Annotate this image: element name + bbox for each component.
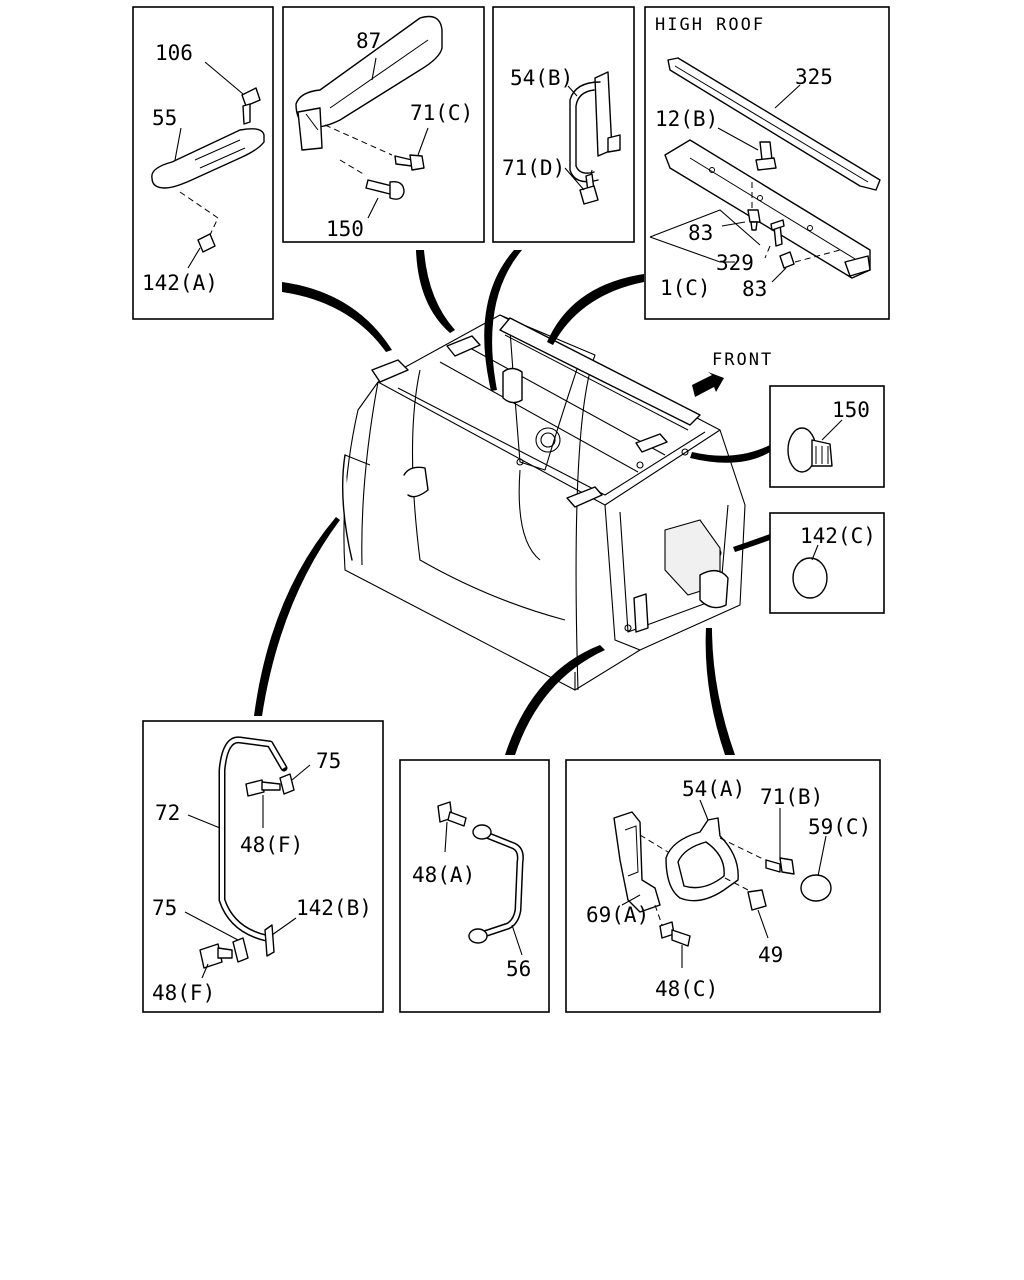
callout-142b: 142(B) [296, 896, 372, 920]
washer-75-top [279, 773, 295, 795]
callout-48f-bottom: 48(F) [152, 981, 215, 1005]
panel-high-roof: HIGH ROOF [644, 6, 890, 320]
bracket-69a [613, 811, 661, 913]
step-handle-54a [665, 817, 739, 902]
callout-48c: 48(C) [655, 977, 718, 1001]
front-arrow-icon [692, 372, 724, 397]
callout-325: 325 [795, 65, 833, 89]
callout-87: 87 [356, 29, 381, 53]
callout-75-bottom: 75 [152, 896, 177, 920]
callout-72: 72 [155, 801, 180, 825]
step-handle-56 [468, 824, 524, 944]
callout-329: 329 [716, 251, 754, 275]
bolt-71c [394, 154, 425, 171]
grab-handle-55 [151, 128, 265, 189]
nut-142a [197, 233, 216, 253]
bolt-12b [755, 141, 777, 171]
panel-plug-detail: 142(C) [769, 512, 885, 614]
panel-grab-handle-roof: 87 71(C) 150 [282, 6, 485, 243]
roof-bracket-1c [664, 139, 871, 279]
callout-56: 56 [506, 957, 531, 981]
grab-handle-54b [569, 71, 621, 183]
panel-assist-rail: 75 72 48(F) 75 142(B) 48(F) [142, 720, 384, 1013]
panel-step-bracket: 54(A) 71(B) 59(C) 69(A) 49 48(C) [565, 759, 881, 1013]
cab-body-illustration [341, 314, 746, 691]
callout-54a: 54(A) [682, 777, 745, 801]
bolt-48c [659, 921, 691, 947]
bolt-71b [765, 857, 795, 875]
cap-59c [800, 874, 832, 902]
callout-59c: 59(C) [808, 815, 871, 839]
clip-150-panel [365, 179, 405, 200]
callout-49: 49 [758, 943, 783, 967]
assist-rail-72 [218, 736, 288, 942]
grab-handle-87 [295, 15, 443, 151]
bolt-71d [579, 173, 599, 205]
callout-54b: 54(B) [510, 66, 573, 90]
roof-rail-325 [667, 57, 881, 191]
callout-83-lower: 83 [742, 277, 767, 301]
panel-grab-handle-small: 106 55 142(A) [132, 6, 274, 320]
washer-75-bottom [232, 937, 249, 963]
panel-grab-handle-pillar: 54(B) 71(D) [492, 6, 635, 243]
callout-83-upper: 83 [688, 221, 713, 245]
clip-150-detail [787, 427, 833, 473]
callout-12b: 12(B) [655, 107, 718, 131]
callout-71c: 71(C) [410, 101, 473, 125]
callout-71d: 71(D) [502, 156, 565, 180]
callout-69a: 69(A) [586, 903, 649, 927]
panel-clip-detail: 150 [769, 385, 885, 488]
callout-48f-top: 48(F) [240, 833, 303, 857]
callout-106: 106 [155, 41, 193, 65]
callout-150-detail: 150 [832, 398, 870, 422]
callout-leaders [254, 250, 770, 755]
front-indicator: FRONT [692, 350, 773, 397]
bolt-48f-top [245, 779, 281, 797]
callout-142c: 142(C) [800, 524, 876, 548]
screw-83-upper [747, 209, 761, 231]
front-label: FRONT [712, 350, 773, 370]
plug-142c [792, 557, 828, 599]
callout-55: 55 [152, 106, 177, 130]
callout-75-top: 75 [316, 749, 341, 773]
callout-71b: 71(B) [760, 785, 823, 809]
callout-142a: 142(A) [142, 271, 218, 295]
callout-1c: 1(C) [660, 276, 711, 300]
nut-49 [747, 889, 767, 911]
high-roof-title: HIGH ROOF [655, 15, 765, 35]
screw-83-lower [779, 251, 795, 269]
plug-142b [264, 924, 275, 957]
bolt-48f-bottom [199, 943, 233, 969]
screw-106 [241, 87, 261, 125]
pin-329 [770, 219, 785, 247]
callout-48a: 48(A) [412, 863, 475, 887]
callout-150-panel: 150 [326, 217, 364, 241]
bolt-48a [437, 801, 467, 827]
panel-step-handle: 48(A) 56 [399, 759, 550, 1013]
